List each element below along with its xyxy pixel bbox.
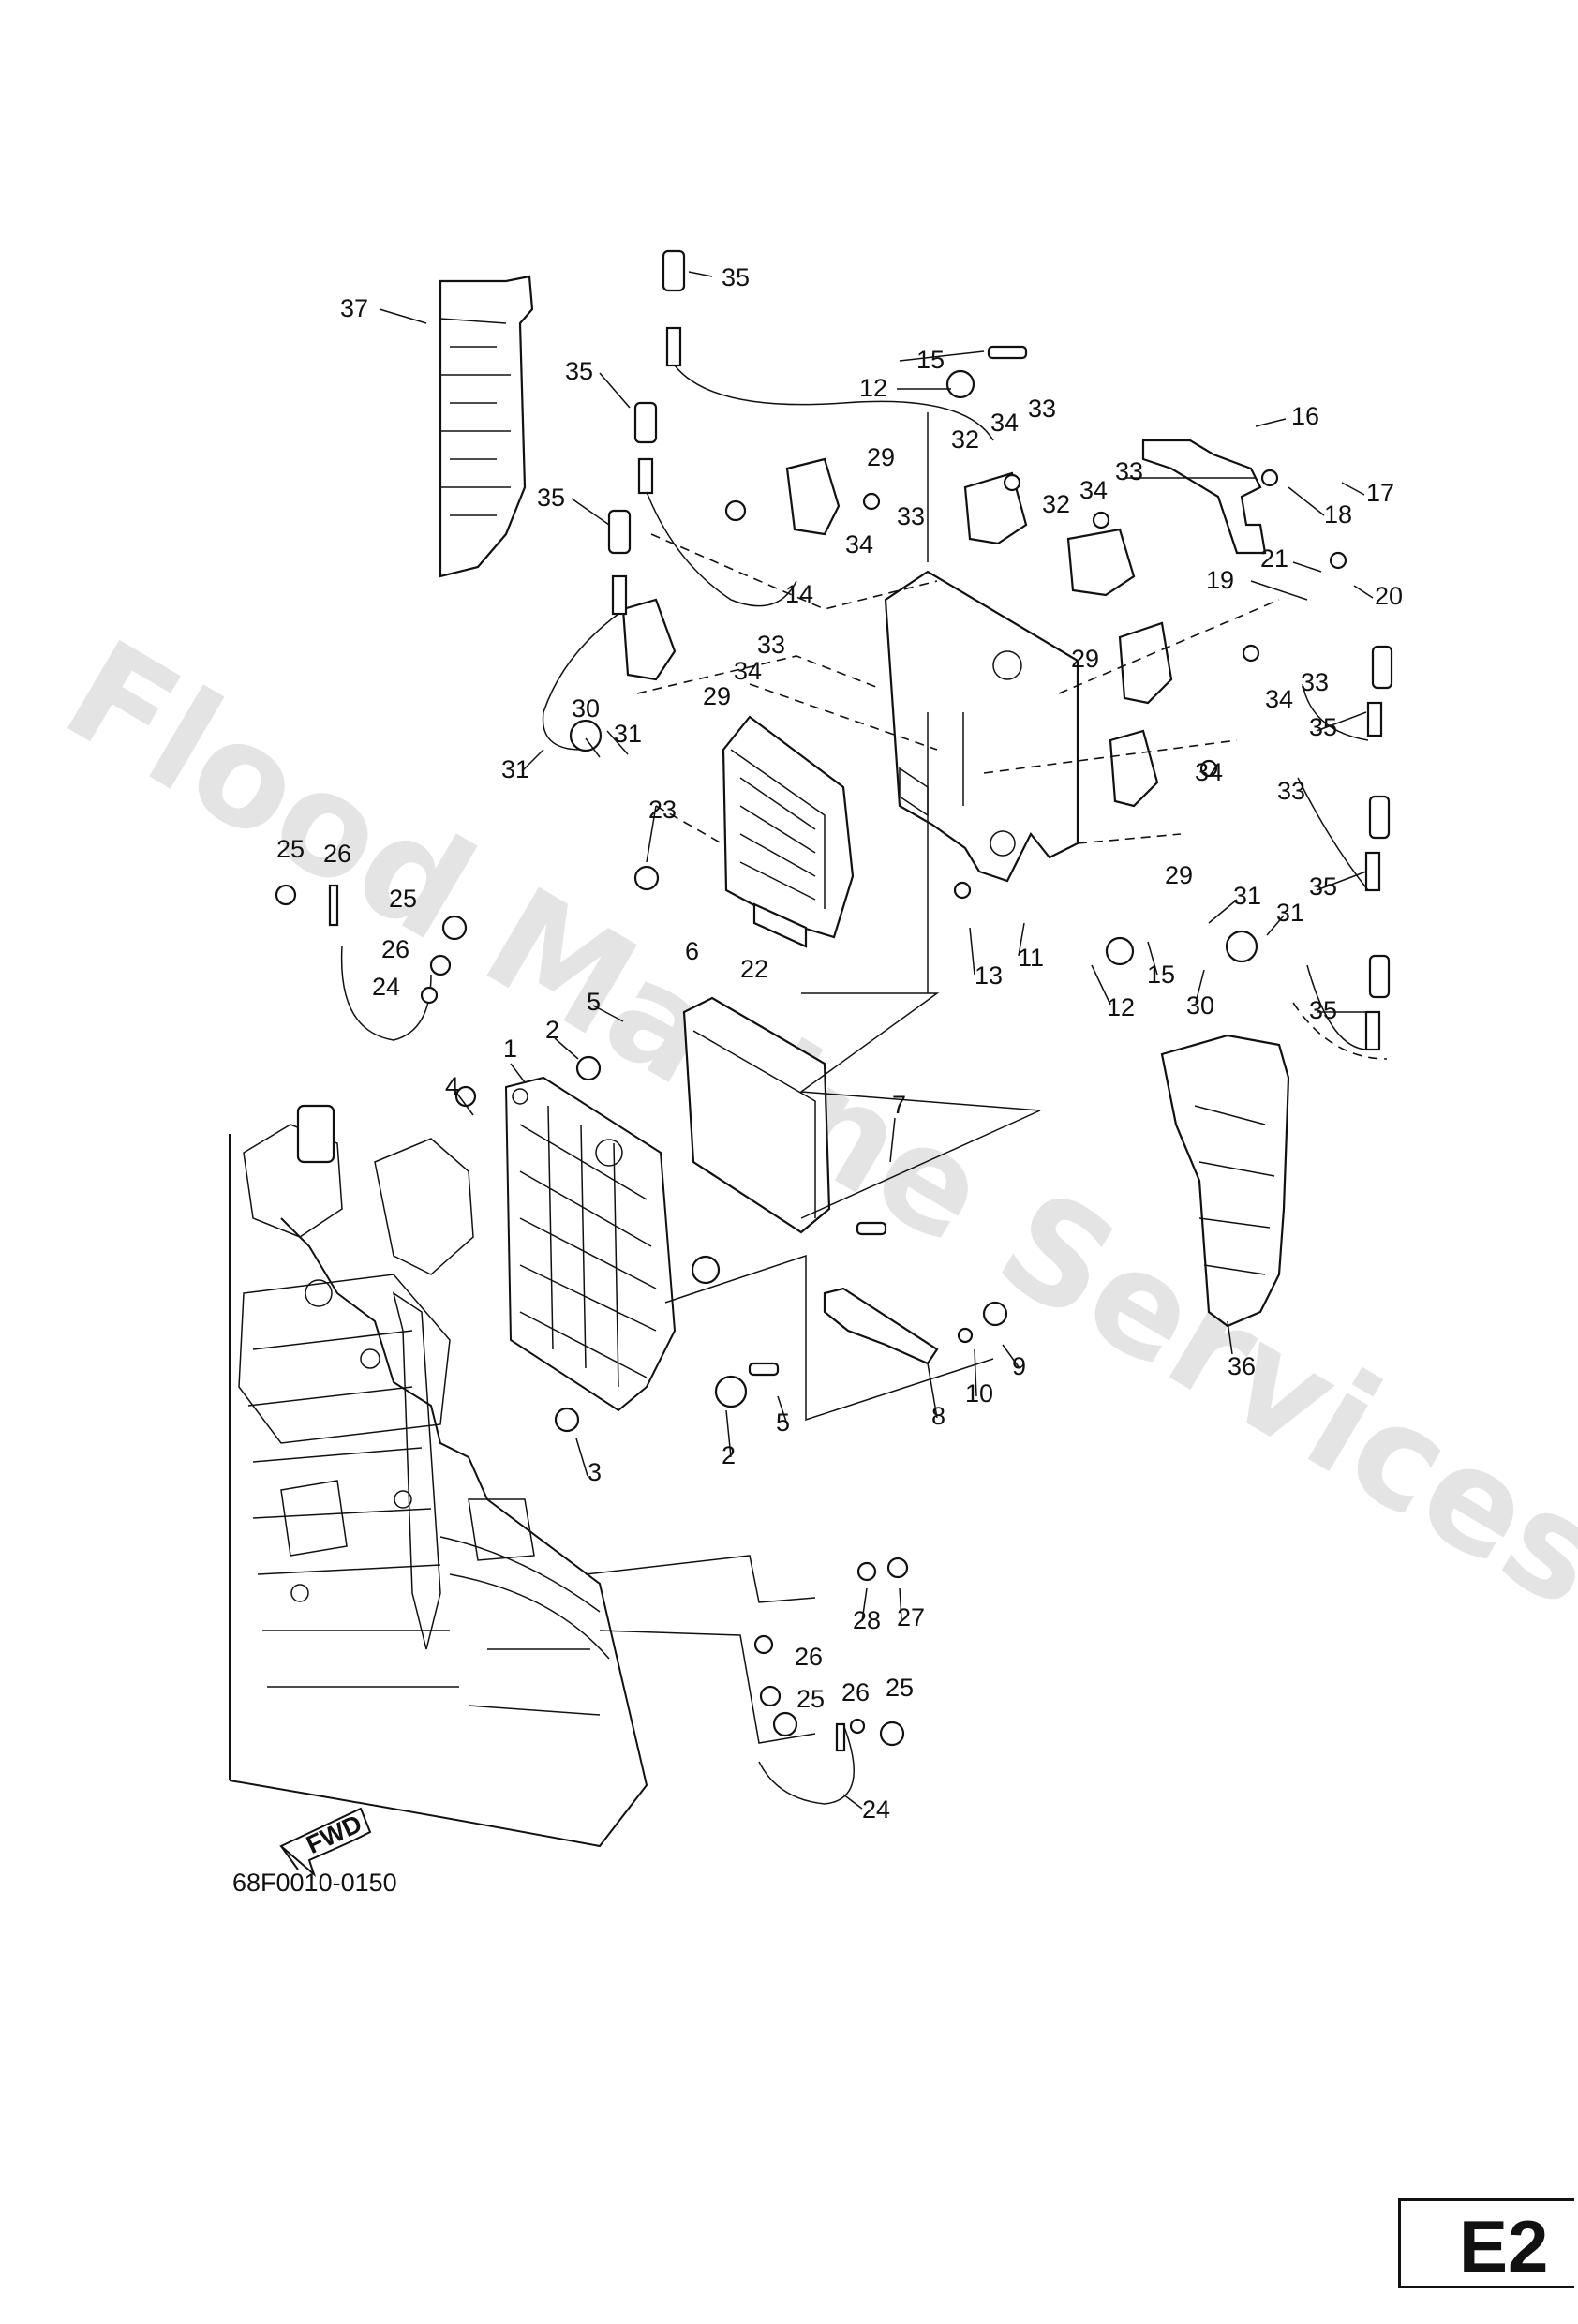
part-36-cover bbox=[1160, 1034, 1290, 1328]
callout-part-3: 3 bbox=[588, 1458, 602, 1486]
callout-part-1: 1 bbox=[503, 1035, 517, 1063]
callout-part-19: 19 bbox=[1206, 566, 1234, 594]
section-tag-text: E2 bbox=[1459, 2205, 1549, 2287]
callout-part-15: 15 bbox=[1147, 961, 1175, 989]
callout-part-33: 33 bbox=[1301, 668, 1329, 696]
part-6-ecm-box bbox=[682, 996, 831, 1234]
callout-part-30: 30 bbox=[572, 694, 600, 723]
callout-part-11: 11 bbox=[1018, 944, 1044, 972]
callout-part-29: 29 bbox=[1165, 861, 1193, 889]
fwd-arrow-icon: FWD bbox=[279, 1807, 372, 1878]
engine-block bbox=[229, 1104, 648, 1848]
assembly-lines bbox=[636, 533, 1388, 1060]
callout-part-30: 30 bbox=[1186, 991, 1214, 1020]
wire-harnesses bbox=[340, 365, 1369, 1805]
callout-part-21: 21 bbox=[1260, 544, 1288, 573]
callout-part-23: 23 bbox=[648, 796, 677, 824]
callout-part-15: 15 bbox=[916, 346, 945, 374]
callout-part-2: 2 bbox=[545, 1016, 559, 1044]
callout-part-10: 10 bbox=[965, 1379, 993, 1408]
hardware-fasteners bbox=[275, 345, 1347, 1752]
callout-part-26: 26 bbox=[323, 840, 351, 868]
callout-part-35: 35 bbox=[1309, 872, 1337, 901]
callout-part-35: 35 bbox=[722, 263, 750, 291]
callout-part-32: 32 bbox=[951, 425, 979, 454]
part-number-callouts: 1 2 2 3 4 5 5 6 7 8 9 10 11 12 12 13 14 … bbox=[276, 263, 1403, 1824]
callout-part-8: 8 bbox=[931, 1402, 945, 1430]
callout-part-35: 35 bbox=[537, 484, 565, 512]
part-11-bracket bbox=[884, 570, 1079, 883]
fwd-arrow-label: FWD bbox=[302, 1810, 365, 1859]
callout-part-17: 17 bbox=[1366, 479, 1394, 507]
callout-part-13: 13 bbox=[975, 961, 1003, 990]
leader-lines bbox=[585, 412, 1256, 1744]
callout-part-34: 34 bbox=[1265, 685, 1293, 713]
spark-plug-caps bbox=[607, 249, 1393, 1051]
part-8-bracket bbox=[823, 1287, 939, 1365]
part-22-module bbox=[722, 715, 855, 948]
part-1-grille bbox=[504, 1076, 677, 1412]
callout-part-29: 29 bbox=[703, 682, 731, 710]
callout-part-31: 31 bbox=[1276, 899, 1304, 927]
section-tag-badge: E2 bbox=[1398, 2198, 1574, 2288]
callout-part-9: 9 bbox=[1012, 1352, 1026, 1380]
callout-part-22: 22 bbox=[740, 955, 768, 983]
part-37-cover bbox=[439, 275, 534, 578]
callout-part-36: 36 bbox=[1228, 1352, 1256, 1380]
callout-part-31: 31 bbox=[501, 755, 529, 783]
callout-part-26: 26 bbox=[381, 935, 409, 963]
callout-part-32: 32 bbox=[1042, 490, 1070, 518]
callout-leaders bbox=[379, 271, 1374, 1810]
callout-part-33: 33 bbox=[897, 502, 925, 530]
callout-part-5: 5 bbox=[776, 1408, 790, 1437]
callout-part-33: 33 bbox=[757, 631, 785, 659]
callout-part-4: 4 bbox=[445, 1072, 459, 1100]
callout-part-2: 2 bbox=[722, 1441, 736, 1469]
callout-part-14: 14 bbox=[785, 580, 813, 608]
callout-part-25: 25 bbox=[796, 1685, 825, 1713]
callout-part-34: 34 bbox=[1195, 758, 1223, 786]
callout-part-37: 37 bbox=[340, 294, 368, 322]
callout-part-16: 16 bbox=[1291, 402, 1319, 430]
ignition-coils bbox=[621, 457, 1173, 808]
callout-part-34: 34 bbox=[845, 530, 873, 559]
callout-part-24: 24 bbox=[372, 973, 400, 1001]
callout-part-34: 34 bbox=[734, 657, 762, 685]
callout-part-18: 18 bbox=[1324, 500, 1352, 529]
callout-part-35: 35 bbox=[1309, 713, 1337, 741]
callout-part-7: 7 bbox=[892, 1091, 906, 1119]
callout-part-26: 26 bbox=[841, 1678, 870, 1706]
callout-part-5: 5 bbox=[587, 988, 601, 1016]
callout-part-26: 26 bbox=[795, 1643, 823, 1671]
callout-part-34: 34 bbox=[990, 409, 1019, 437]
callout-part-12: 12 bbox=[1107, 993, 1135, 1021]
diagram-code: 68F0010-0150 bbox=[232, 1869, 397, 1897]
callout-part-33: 33 bbox=[1028, 395, 1056, 423]
callout-part-25: 25 bbox=[276, 835, 305, 863]
callout-part-29: 29 bbox=[867, 443, 895, 471]
callout-part-33: 33 bbox=[1277, 777, 1305, 805]
callout-part-29: 29 bbox=[1071, 645, 1099, 673]
callout-part-25: 25 bbox=[389, 885, 417, 913]
callout-part-24: 24 bbox=[862, 1795, 890, 1824]
callout-part-33: 33 bbox=[1115, 457, 1143, 485]
callout-part-35: 35 bbox=[565, 357, 593, 385]
callout-part-6: 6 bbox=[685, 937, 699, 965]
callout-part-28: 28 bbox=[853, 1606, 881, 1634]
part-16-bracket bbox=[1141, 439, 1267, 555]
callout-part-20: 20 bbox=[1375, 582, 1403, 610]
callout-part-31: 31 bbox=[1233, 882, 1261, 910]
callout-part-25: 25 bbox=[886, 1674, 914, 1702]
callout-part-12: 12 bbox=[859, 374, 887, 402]
callout-part-35: 35 bbox=[1309, 996, 1337, 1024]
callout-part-34: 34 bbox=[1079, 476, 1108, 504]
